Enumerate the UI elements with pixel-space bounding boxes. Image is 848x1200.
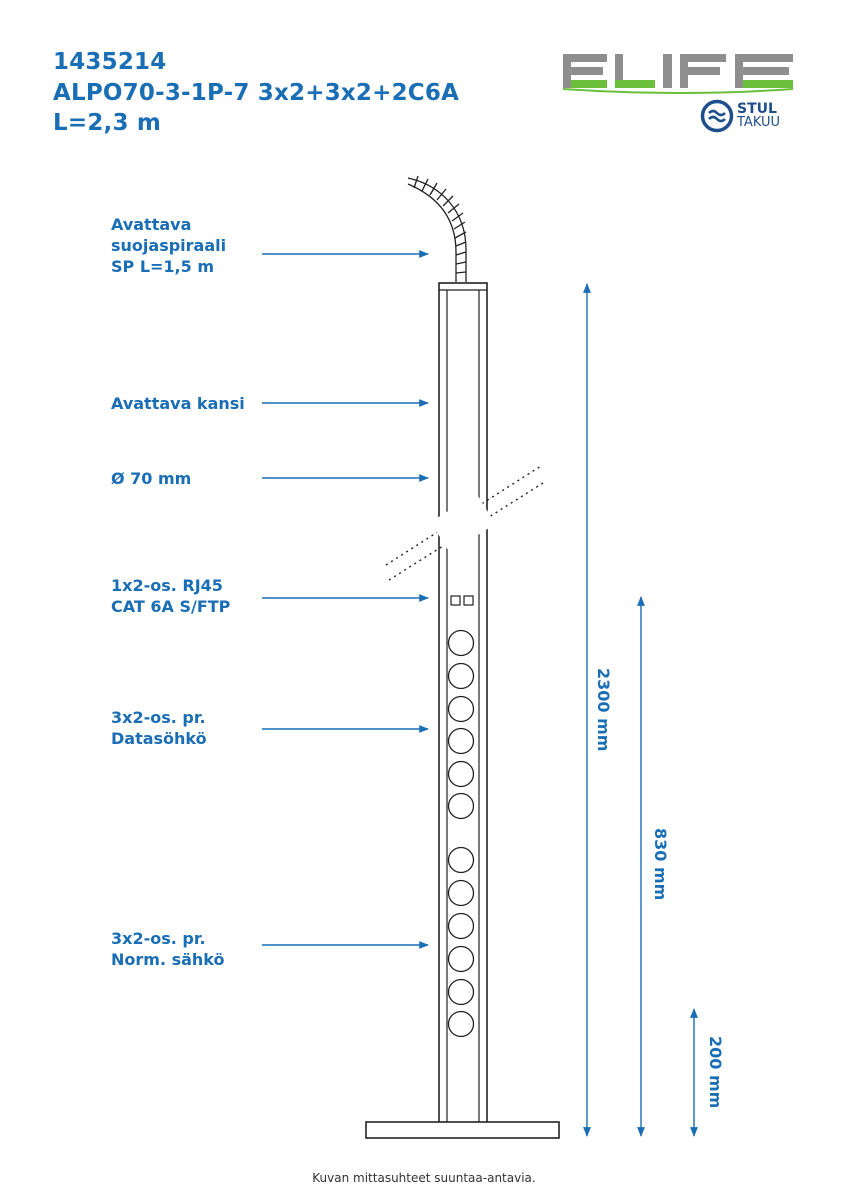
stul-guarantee-icon: [700, 99, 734, 133]
product-length: L=2,3 m: [53, 110, 162, 136]
callout-data-power: 3x2-os. pr. Datasöhkö: [111, 707, 207, 749]
callout-line: suojaspiraali: [111, 236, 227, 255]
dimension-arrows: [583, 283, 698, 1137]
callout-line: 1x2-os. RJ45: [111, 576, 223, 595]
product-model: ALPO70-3-1P-7 3x2+3x2+2C6A: [53, 80, 460, 106]
dimension-total: 2300 mm: [594, 668, 613, 751]
product-code: 1435214: [53, 49, 167, 75]
stul-sub: TAKUU: [737, 115, 781, 130]
callout-line: 3x2-os. pr.: [111, 708, 206, 727]
protective-spiral: [407, 175, 467, 282]
data-power-sockets: [447, 629, 475, 820]
callout-normal-power: 3x2-os. pr. Norm. sähkö: [111, 928, 225, 970]
callout-line: CAT 6A S/FTP: [111, 597, 231, 616]
callout-line: 3x2-os. pr.: [111, 929, 206, 948]
elife-logo: [563, 52, 795, 98]
callout-line: Ø 70 mm: [111, 469, 192, 488]
callout-diameter: Ø 70 mm: [111, 468, 191, 489]
rj45-sockets: [450, 595, 474, 606]
stul-name: STUL: [737, 101, 777, 117]
callout-line: Datasöhkö: [111, 729, 207, 748]
dimension-outlets-top: 830 mm: [651, 828, 670, 900]
stul-guarantee: STUL TAKUU: [737, 102, 780, 130]
dimension-outlets-bottom: 200 mm: [706, 1036, 725, 1108]
callout-cover: Avattava kansi: [111, 393, 245, 414]
callout-line: SP L=1,5 m: [111, 257, 215, 276]
callout-line: Norm. sähkö: [111, 950, 225, 969]
normal-power-sockets: [447, 846, 475, 1038]
callout-line: Avattava: [111, 215, 192, 234]
scale-footnote: Kuvan mittasuhteet suuntaa-antavia.: [312, 1171, 536, 1185]
callout-spiral: Avattava suojaspiraali SP L=1,5 m: [111, 214, 226, 277]
callout-line: Avattava kansi: [111, 394, 245, 413]
base-plate: [365, 1121, 560, 1139]
callout-rj45: 1x2-os. RJ45 CAT 6A S/FTP: [111, 575, 230, 617]
callout-arrows: [262, 250, 429, 949]
